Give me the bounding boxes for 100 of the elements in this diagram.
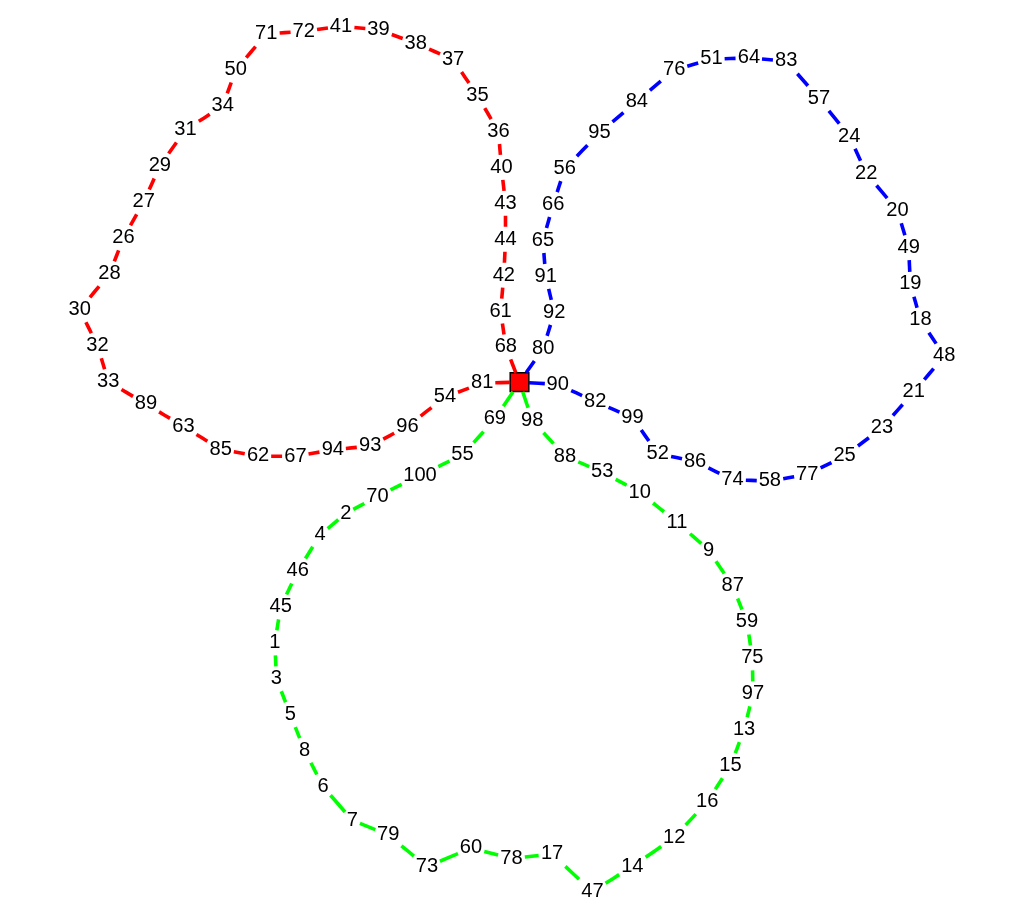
connector (686, 61, 699, 68)
node-text: 35 (466, 82, 489, 105)
connector (546, 288, 554, 301)
node-text: 73 (415, 854, 439, 877)
node-text: 85 (209, 436, 232, 459)
node-text: 7 (346, 807, 358, 830)
node-text: 16 (695, 789, 719, 812)
connector (575, 143, 589, 158)
node-text: 92 (543, 299, 566, 322)
node-text: 4 (314, 522, 326, 545)
connector (195, 432, 209, 443)
connector (521, 391, 530, 409)
node-text: 10 (628, 479, 651, 502)
connector (273, 655, 278, 667)
connector (524, 853, 539, 859)
connector (158, 410, 171, 420)
connector (564, 865, 581, 881)
connector (796, 72, 810, 87)
connector (747, 634, 753, 646)
connector (284, 582, 294, 596)
node-text: 25 (833, 443, 856, 466)
node-text: 5 (284, 701, 296, 724)
node-text: 77 (796, 461, 819, 484)
node-text: 24 (838, 123, 861, 146)
connector (326, 518, 340, 530)
connector (472, 430, 485, 444)
node-box (509, 372, 530, 393)
connector (460, 71, 471, 85)
connector (271, 454, 283, 459)
connector (853, 148, 863, 162)
connector (684, 812, 698, 827)
connector (279, 690, 288, 703)
node-text: 38 (404, 30, 427, 53)
node-text: 71 (255, 21, 278, 44)
node-text: 63 (172, 413, 195, 436)
connector (501, 179, 506, 192)
connector (84, 321, 93, 334)
node-text: 61 (489, 298, 512, 321)
connector (648, 79, 662, 92)
node-text: 48 (933, 343, 956, 366)
connector (501, 390, 515, 408)
connector (99, 357, 107, 370)
node-text: 20 (886, 197, 909, 220)
node-text: 75 (741, 645, 764, 668)
connector (309, 762, 319, 776)
node-text: 83 (775, 48, 798, 71)
node-text: 45 (269, 594, 292, 617)
node-text: 32 (86, 332, 109, 355)
connector (651, 501, 666, 514)
connector (437, 459, 451, 469)
connector (545, 324, 553, 337)
node-text: 14 (621, 853, 644, 876)
node-text: 99 (621, 404, 644, 427)
node-text: 39 (367, 17, 390, 40)
node-text: 53 (591, 459, 614, 482)
connector (359, 821, 376, 832)
connector (316, 26, 329, 32)
node-text: 69 (483, 406, 507, 429)
node-text: 62 (246, 443, 270, 466)
connector (922, 367, 935, 381)
node-text: 27 (132, 189, 155, 212)
node-text: 86 (683, 448, 707, 471)
node-text: 93 (358, 433, 382, 456)
node-text: 68 (494, 334, 518, 357)
connector (382, 431, 395, 441)
connector (391, 32, 404, 41)
node-text: 97 (741, 681, 765, 704)
connector (927, 331, 938, 345)
node-text: 57 (807, 85, 831, 108)
connector (912, 296, 919, 309)
node-text: 56 (553, 156, 576, 179)
node-text: 66 (541, 192, 565, 215)
node-text: 72 (292, 18, 315, 41)
connector (544, 216, 552, 229)
node-text: 49 (897, 235, 920, 258)
connector (400, 844, 416, 858)
node-text: 76 (663, 57, 686, 80)
node-text: 64 (737, 45, 761, 68)
connector (502, 251, 507, 263)
connector (428, 47, 441, 56)
node-text: 100 (403, 462, 437, 485)
connector (167, 141, 178, 155)
node-text: 46 (286, 558, 309, 581)
connector (899, 222, 907, 236)
connector (875, 184, 889, 200)
node-text: 44 (494, 226, 517, 249)
node-text: 47 (581, 878, 604, 901)
connector (147, 177, 156, 191)
node-text: 23 (870, 415, 894, 438)
node-text: 13 (732, 717, 756, 740)
connector (604, 873, 621, 885)
node-text: 88 (553, 443, 577, 466)
node-text: 6 (317, 774, 329, 797)
node-text: 28 (98, 261, 121, 284)
node-text: 94 (321, 437, 345, 460)
connector (345, 445, 357, 451)
node-text: 41 (329, 13, 353, 36)
connector (611, 111, 625, 124)
connector (733, 741, 742, 754)
connector (827, 109, 841, 125)
